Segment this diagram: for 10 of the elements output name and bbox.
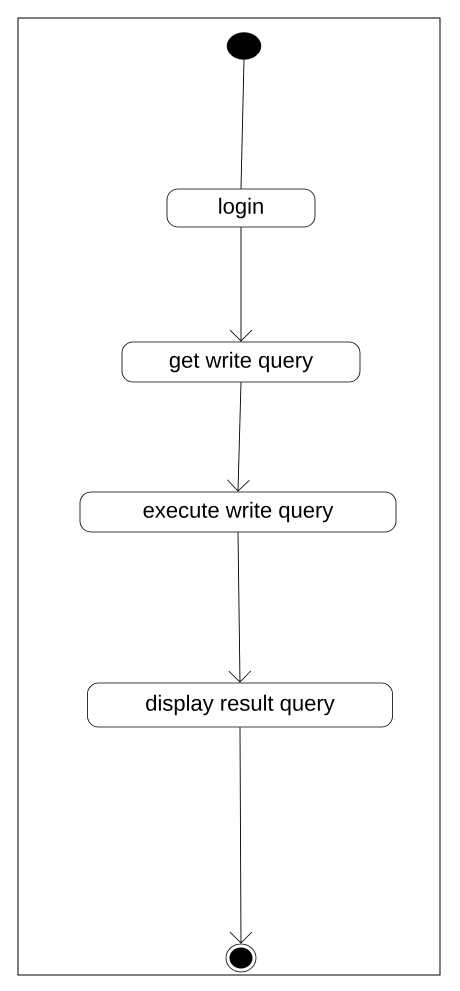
- activity-box: execute write query: [80, 492, 396, 532]
- end-node: [226, 944, 256, 972]
- arrow: [230, 226, 252, 342]
- arrow: [230, 726, 252, 944]
- arrow: [226, 382, 250, 492]
- activity-box: login: [166, 188, 316, 228]
- arrow: [228, 532, 252, 683]
- activity-box: display result query: [87, 682, 393, 728]
- start-node: [226, 32, 262, 60]
- activity-box: get write query: [122, 342, 360, 382]
